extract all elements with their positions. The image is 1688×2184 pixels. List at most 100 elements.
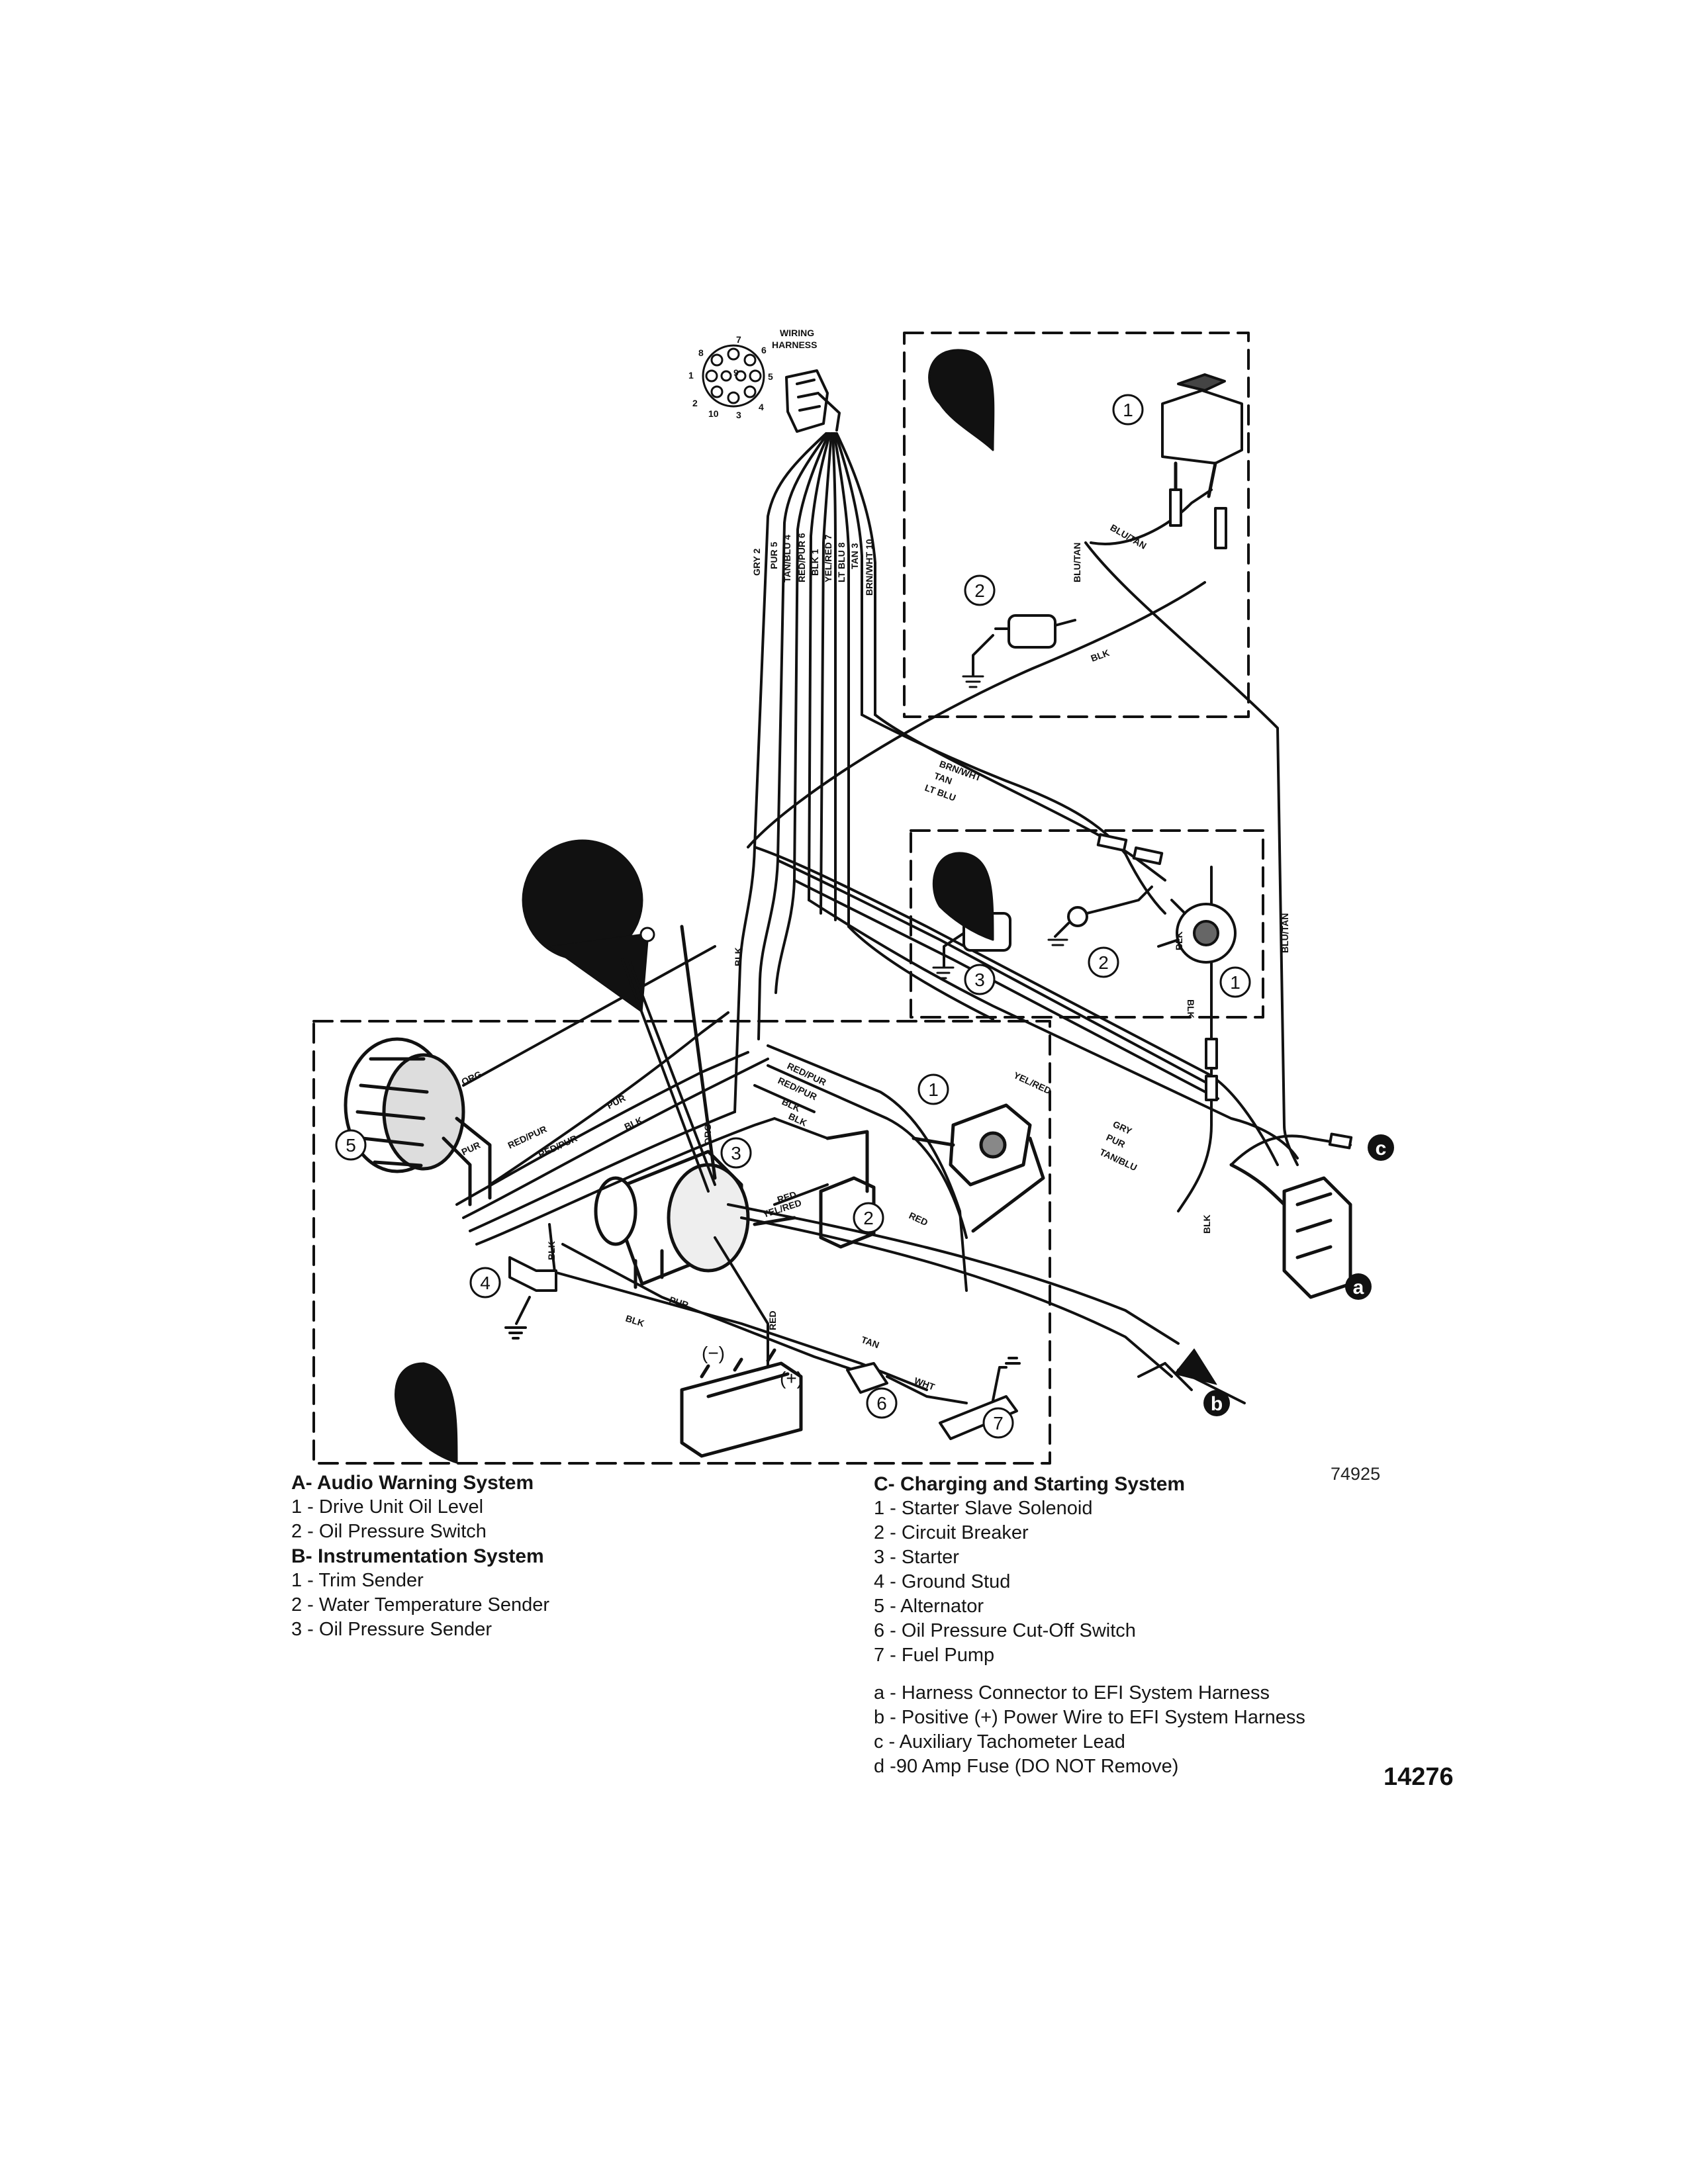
callout-c1: 1	[928, 1079, 939, 1100]
pin-4-label: 4	[759, 402, 764, 412]
wire-label-blk-trim-2: BLK	[1186, 999, 1196, 1019]
legend-note: d -90 Amp Fuse (DO NOT Remove)	[874, 1756, 1179, 1777]
wire-label-blk-efi: BLK	[1201, 1214, 1212, 1234]
oil-level-reservoir-icon	[1161, 373, 1243, 549]
main-wire-runs	[753, 713, 1299, 1166]
legend-b-item: 3 - Oil Pressure Sender	[291, 1619, 492, 1640]
callout-c3: 3	[731, 1143, 741, 1163]
wire-label-tan3: TAN 3	[849, 543, 860, 569]
wire-label-pur-2: PUR	[460, 1140, 483, 1158]
oil-pressure-switch-icon	[962, 614, 1076, 688]
wire-label-pur5: PUR 5	[769, 542, 779, 569]
callout-c-letter: c	[1376, 1138, 1387, 1160]
legend-b-title: B- Instrumentation System	[291, 1545, 544, 1567]
legend-note: b - Positive (+) Power Wire to EFI Syste…	[874, 1707, 1305, 1728]
wire-label-tan-2: TAN	[860, 1334, 881, 1351]
d-fuse-badge-2	[932, 852, 994, 941]
wire-label-ltblu: LT BLU	[923, 782, 957, 803]
slave-solenoid-icon	[912, 1103, 1045, 1233]
callout-a-letter: a	[1353, 1277, 1364, 1298]
callout-b2: 2	[1098, 952, 1109, 973]
wire-label-blk1: BLK 1	[810, 549, 820, 576]
blk-ground-instr	[1177, 866, 1213, 1212]
callout-numbers: 1 2 1 2 3 1 2 3 4 5 6 7	[346, 400, 1241, 1433]
d-fuse-badge-3	[395, 1362, 458, 1464]
callout-b1: 1	[1230, 972, 1241, 993]
figure-number: 74925	[1331, 1464, 1381, 1484]
ground-stud-icon	[504, 1256, 557, 1340]
pin-6-label: 6	[761, 345, 767, 355]
d-fuse-badge-1	[928, 349, 995, 451]
connector-pin-labels: 8 7 6 1 5 2 10 3 4 9	[688, 334, 773, 420]
pin-8-label: 8	[698, 347, 704, 358]
pin-3-label: 3	[736, 410, 741, 420]
legend-notes: a - Harness Connector to EFI System Harn…	[874, 1681, 1305, 1779]
wire-label-red-3: RED	[767, 1310, 778, 1330]
harness-label-2: HARNESS	[772, 340, 817, 350]
trim-sender-icon	[1157, 899, 1237, 964]
wire-label-redpur6: RED/PUR 6	[796, 533, 807, 582]
efi-power-arrow-head	[1174, 1348, 1217, 1385]
legend-c-item: 5 - Alternator	[874, 1596, 984, 1617]
wire-label-blk-batt: BLK	[624, 1313, 645, 1329]
connector-face-icon	[702, 344, 765, 408]
pin-5-label: 5	[768, 371, 773, 382]
legend-c-item: 4 - Ground Stud	[874, 1571, 1011, 1592]
wire-label-ltblu8: LT BLU 8	[836, 542, 847, 582]
aux-tach-plug	[1328, 1132, 1353, 1150]
legend-c-item: 7 - Fuel Pump	[874, 1645, 995, 1666]
wire-label-redpur-1: RED/PUR	[506, 1124, 549, 1151]
pin-7-label: 7	[736, 334, 741, 345]
pin-9-label: 9	[733, 367, 739, 378]
callout-c6: 6	[876, 1393, 887, 1414]
wire-label-org: ORG	[460, 1069, 484, 1087]
fuel-pump-icon	[939, 1357, 1021, 1440]
wire-label-red-2: RED	[908, 1210, 930, 1228]
audio-warning-box	[903, 332, 1250, 718]
callout-c4: 4	[480, 1273, 491, 1293]
callout-b3: 3	[974, 970, 985, 990]
efi-power-wire-arrow	[1164, 1362, 1193, 1391]
wire-label-org-2: ORG	[702, 1124, 713, 1145]
wire-label-brnwht10: BRN/WHT 10	[864, 539, 874, 596]
wire-label-blk-ground: BLK	[546, 1241, 557, 1260]
legend-c-item: 1 - Starter Slave Solenoid	[874, 1498, 1093, 1519]
legend-left: A- Audio Warning System 1 - Drive Unit O…	[291, 1471, 549, 1642]
callout-c2: 2	[863, 1208, 874, 1228]
aux-tach-lead	[1230, 1134, 1352, 1166]
wire-label-tanblu4: TAN/BLU 4	[782, 535, 792, 582]
pin-2-label: 2	[692, 398, 698, 408]
wire-label-yelred: YEL/RED	[1012, 1069, 1053, 1096]
fuse-lead	[621, 958, 716, 1193]
wire-label-pur-4: PUR	[668, 1295, 690, 1310]
blk-wire-audio	[747, 581, 1206, 848]
pin-10-label: 10	[708, 408, 719, 419]
callout-b-letter: b	[1211, 1393, 1223, 1415]
harness-label-1: WIRING	[780, 328, 814, 338]
harness-wire-labels: GRY 2 PUR 5 TAN/BLU 4 RED/PUR 6 BLK 1 YE…	[751, 533, 874, 596]
legend-a-title: A- Audio Warning System	[291, 1472, 534, 1494]
legend-c-item: 6 - Oil Pressure Cut-Off Switch	[874, 1620, 1136, 1641]
blu-tan-wire	[1084, 488, 1299, 1166]
legend-a-item: 2 - Oil Pressure Switch	[291, 1521, 487, 1542]
callout-c-badge	[1368, 1134, 1394, 1161]
wire-label-blk-alt: BLK	[623, 1115, 645, 1132]
alternator-icon	[344, 1037, 492, 1206]
legend-right: C- Charging and Starting System 1 - Star…	[874, 1472, 1185, 1668]
oil-pressure-cutoff-switch-icon	[846, 1362, 968, 1404]
connector-plugs-instr	[1096, 833, 1218, 1101]
page-number: 14276	[1383, 1763, 1454, 1791]
callout-c5: 5	[346, 1135, 356, 1156]
efi-harness-connector-icon	[1229, 1163, 1352, 1299]
harness-plug-icon	[785, 369, 841, 433]
wire-label-blutan-1: BLU/TAN	[1072, 543, 1082, 582]
callout-b-badge	[1203, 1390, 1230, 1416]
wire-label-tanblu: TAN/BLU	[1098, 1146, 1139, 1173]
charging-wires	[455, 945, 1246, 1404]
legend-c-title: C- Charging and Starting System	[874, 1473, 1186, 1495]
wire-label-gry2: GRY 2	[751, 549, 762, 576]
legend-b-item: 1 - Trim Sender	[291, 1570, 424, 1591]
legend-note: a - Harness Connector to EFI System Harn…	[874, 1682, 1270, 1704]
battery-icon	[680, 1348, 803, 1458]
pin-1-label: 1	[688, 370, 694, 381]
